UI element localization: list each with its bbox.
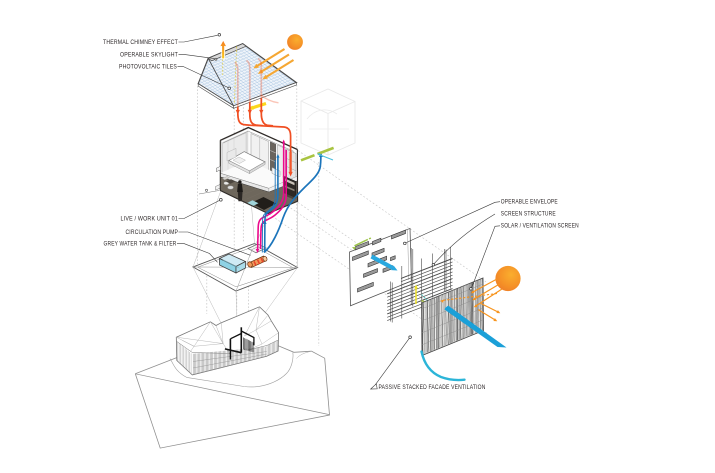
svg-text:PASSIVE STACKED FACADE VENTILA: PASSIVE STACKED FACADE VENTILATION xyxy=(379,384,486,391)
svg-text:GREY WATER TANK & FILTER: GREY WATER TANK & FILTER xyxy=(104,241,177,248)
svg-text:THERMAL CHIMNEY EFFECT: THERMAL CHIMNEY EFFECT xyxy=(103,39,178,46)
svg-text:LIVE / WORK UNIT 01: LIVE / WORK UNIT 01 xyxy=(121,216,179,223)
svg-text:SCREEN STRUCTURE: SCREEN STRUCTURE xyxy=(501,211,556,218)
svg-text:OPERABLE SKYLIGHT: OPERABLE SKYLIGHT xyxy=(120,51,178,58)
svg-text:PHOTOVOLTAIC TILES: PHOTOVOLTAIC TILES xyxy=(119,63,177,70)
svg-text:SOLAR / VENTILATION SCREEN: SOLAR / VENTILATION SCREEN xyxy=(501,223,579,230)
svg-text:CIRCULATION PUMP: CIRCULATION PUMP xyxy=(126,229,179,236)
svg-text:OPERABLE ENVELOPE: OPERABLE ENVELOPE xyxy=(501,199,558,206)
